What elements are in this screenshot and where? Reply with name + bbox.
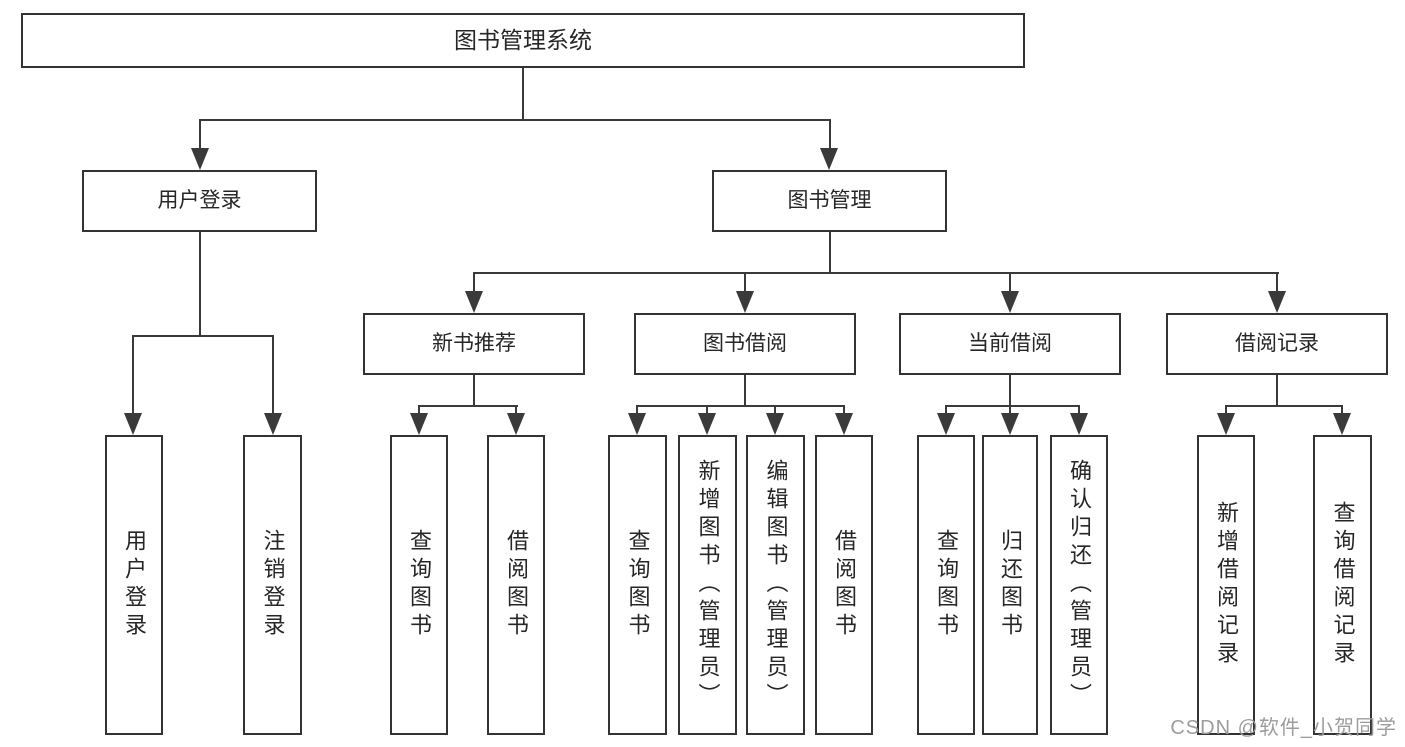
leaf-add-borrow-record: 新增借阅记录	[1197, 435, 1255, 735]
connector-current-borrowing-stem	[1009, 375, 1011, 406]
node-book-borrowing: 图书借阅	[634, 313, 856, 375]
arrow-down-icon	[698, 413, 716, 435]
connector-user-login-stem	[199, 232, 201, 336]
arrow-down-icon	[736, 291, 754, 313]
leaf-query-books-recommend: 查询图书	[390, 435, 448, 735]
node-user-login: 用户登录	[82, 170, 317, 232]
arrow-down-icon	[835, 413, 853, 435]
leaf-logout: 注销登录	[243, 435, 302, 735]
connector-leaf-stub	[636, 405, 638, 417]
connector-book-borrowing-rail	[636, 405, 845, 407]
leaf-add-books-admin: 新增图书（管理员）	[678, 435, 737, 735]
connector-leaf-stub	[1078, 405, 1080, 417]
leaf-user-login: 用户登录	[105, 435, 163, 735]
node-borrowing-records: 借阅记录	[1166, 313, 1388, 375]
arrow-down-icon	[264, 413, 282, 435]
node-current-borrowing: 当前借阅	[899, 313, 1121, 375]
arrow-down-icon	[628, 413, 646, 435]
connector-root-to-book-management	[829, 119, 831, 152]
connector-user-login-rail	[132, 335, 274, 337]
arrow-down-icon	[1217, 413, 1235, 435]
connector-leaf-stub	[843, 405, 845, 417]
connector-root-rail	[199, 119, 831, 121]
connector-leaf-stub	[706, 405, 708, 417]
arrow-down-icon	[1333, 413, 1351, 435]
arrow-down-icon	[465, 291, 483, 313]
leaf-query-books-borrowing: 查询图书	[608, 435, 667, 735]
connector-root-to-user-login	[199, 119, 201, 152]
arrow-down-icon	[820, 148, 838, 170]
connector-leaf-stub	[1225, 405, 1227, 417]
arrow-down-icon	[1070, 413, 1088, 435]
connector-leaf-stub	[945, 405, 947, 417]
arrow-down-icon	[1001, 291, 1019, 313]
leaf-query-books-current: 查询图书	[917, 435, 975, 735]
connector-to-current-borrowing	[1009, 272, 1011, 296]
arrow-down-icon	[410, 413, 428, 435]
connector-to-book-borrowing	[744, 272, 746, 296]
connector-leaf-stub	[774, 405, 776, 417]
connector-to-user-login-leaf	[132, 335, 134, 417]
connector-to-new-book	[473, 272, 475, 296]
connector-leaf-stub	[1009, 405, 1011, 417]
leaf-confirm-return-admin: 确认归还（管理员）	[1050, 435, 1108, 735]
connector-leaf-stub	[515, 405, 517, 417]
connector-book-borrowing-stem	[744, 375, 746, 406]
arrow-down-icon	[1268, 291, 1286, 313]
connector-new-book-stem	[473, 375, 475, 406]
connector-to-borrowing-records	[1276, 272, 1278, 296]
node-book-management: 图书管理	[712, 170, 947, 232]
arrow-down-icon	[124, 413, 142, 435]
csdn-watermark: CSDN @软件_小贺同学	[1170, 717, 1397, 739]
connector-new-book-rail	[418, 405, 518, 407]
connector-book-management-stem	[829, 232, 831, 274]
leaf-query-borrow-record: 查询借阅记录	[1313, 435, 1372, 735]
arrow-down-icon	[1001, 413, 1019, 435]
connector-borrowing-records-rail	[1225, 405, 1343, 407]
arrow-down-icon	[766, 413, 784, 435]
connector-book-management-rail	[473, 272, 1279, 274]
node-book-management-system: 图书管理系统	[21, 13, 1025, 68]
arrow-down-icon	[507, 413, 525, 435]
leaf-edit-books-admin: 编辑图书（管理员）	[746, 435, 805, 735]
connector-borrowing-records-stem	[1276, 375, 1278, 406]
node-new-book-recommend: 新书推荐	[363, 313, 585, 375]
connector-to-logout-leaf	[272, 335, 274, 417]
leaf-borrow-books-recommend: 借阅图书	[487, 435, 545, 735]
connector-current-borrowing-rail	[945, 405, 1080, 407]
connector-root-stem	[522, 68, 524, 120]
arrow-down-icon	[937, 413, 955, 435]
leaf-borrow-books: 借阅图书	[815, 435, 873, 735]
connector-leaf-stub	[1341, 405, 1343, 417]
arrow-down-icon	[191, 148, 209, 170]
leaf-return-books: 归还图书	[982, 435, 1038, 735]
connector-leaf-stub	[418, 405, 420, 417]
